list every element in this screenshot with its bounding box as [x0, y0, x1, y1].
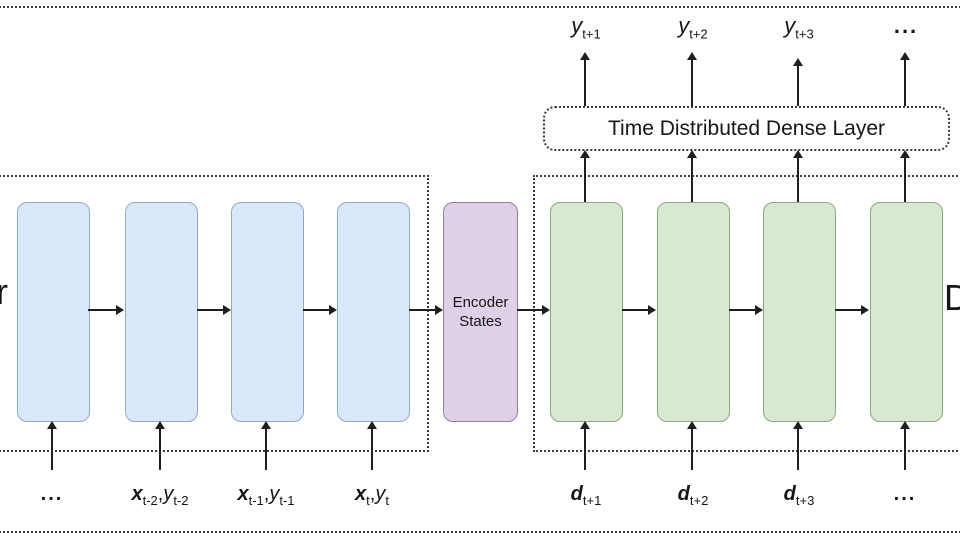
decoder-cell-3	[763, 202, 836, 422]
decoder-input-label-2: dt+2	[633, 483, 753, 508]
separator: ,	[157, 483, 164, 505]
decoder-label-partial: D	[944, 277, 960, 318]
input-subscript: t+2	[689, 493, 709, 508]
decoder-cell-2	[657, 202, 730, 422]
arrow-right-icon	[835, 305, 869, 315]
input-subscript: t	[385, 493, 389, 508]
output-subscript: t+2	[689, 26, 708, 42]
arrow-up-icon	[900, 150, 910, 202]
arrow-right-icon	[303, 305, 337, 315]
output-ellipsis: ...	[893, 13, 919, 38]
arrow-up-icon	[580, 421, 590, 470]
separator: ,	[263, 483, 270, 505]
arrow-up-icon	[900, 421, 910, 470]
encoder-input-label-3: xt,yt	[312, 483, 432, 508]
encoder-input-label-1: xt-2,yt-2	[100, 483, 220, 508]
input-subscript: t-1	[279, 493, 295, 508]
input-symbol-x: x	[237, 483, 249, 505]
input-symbol-y: y	[375, 483, 386, 505]
arrow-up-icon	[687, 421, 697, 470]
arrow-right-icon	[622, 305, 656, 315]
arrow-up-icon	[793, 421, 803, 470]
encoder-states-box: Encoder States	[443, 202, 518, 422]
input-symbol-x: x	[131, 483, 143, 505]
arrow-right-icon	[197, 305, 231, 315]
input-symbol-d: d	[570, 483, 583, 505]
decoder-cell-4	[870, 202, 943, 422]
arrow-up-icon	[793, 150, 803, 202]
output-label-3: yt+3	[754, 13, 844, 42]
decoder-input-ellipsis: ...	[893, 483, 917, 505]
decoder-cell-1	[550, 202, 623, 422]
encoder-cell-3	[231, 202, 304, 422]
input-subscript: t-2	[142, 493, 158, 508]
decoder-input-label-1: dt+1	[526, 483, 646, 508]
encoder-label-partial: r	[0, 271, 8, 312]
encoder-cell-4	[337, 202, 410, 422]
arrow-up-icon	[793, 58, 803, 106]
input-subscript: t+1	[582, 493, 602, 508]
separator: ,	[369, 483, 376, 505]
encoder-input-label-2: xt-1,yt-1	[206, 483, 326, 508]
arrow-up-icon	[155, 421, 165, 470]
encoder-input-ellipsis: ...	[40, 483, 64, 505]
input-symbol-d: d	[677, 483, 690, 505]
input-subscript: t	[366, 493, 370, 508]
encoder-cell-2	[125, 202, 198, 422]
decoder-input-label-3: dt+3	[739, 483, 859, 508]
input-subscript: t-1	[248, 493, 264, 508]
arrow-up-icon	[687, 52, 697, 106]
input-symbol-x: x	[355, 483, 367, 505]
arrow-right-icon	[517, 305, 550, 315]
arrow-right-icon	[88, 305, 124, 315]
input-subscript: t-2	[173, 493, 189, 508]
output-symbol: y	[571, 13, 583, 38]
arrow-up-icon	[900, 52, 910, 106]
arrow-right-icon	[729, 305, 763, 315]
arrow-up-icon	[580, 52, 590, 106]
input-symbol-y: y	[269, 483, 280, 505]
output-subscript: t+3	[795, 26, 814, 42]
output-symbol: y	[678, 13, 690, 38]
output-subscript: t+1	[582, 26, 601, 42]
input-subscript: t+3	[795, 493, 815, 508]
encoder-states-label-line2: States	[459, 313, 502, 330]
arrow-up-icon	[580, 150, 590, 202]
output-symbol: y	[784, 13, 796, 38]
output-label-1: yt+1	[541, 13, 631, 42]
output-label-2: yt+2	[648, 13, 738, 42]
arrow-right-icon	[409, 305, 443, 315]
arrow-up-icon	[687, 150, 697, 202]
arrow-up-icon	[47, 421, 57, 470]
encoder-boundary	[0, 175, 429, 452]
outer-boundary	[0, 6, 960, 533]
dense-layer-box: Time Distributed Dense Layer	[543, 106, 950, 151]
decoder-boundary	[533, 175, 960, 452]
input-symbol-y: y	[163, 483, 174, 505]
input-symbol-d: d	[783, 483, 796, 505]
arrow-up-icon	[367, 421, 377, 470]
encoder-cell-1	[17, 202, 90, 422]
encoder-states-label-line1: Encoder	[452, 294, 509, 311]
arrow-up-icon	[261, 421, 271, 470]
dense-layer-label: Time Distributed Dense Layer	[608, 116, 885, 140]
